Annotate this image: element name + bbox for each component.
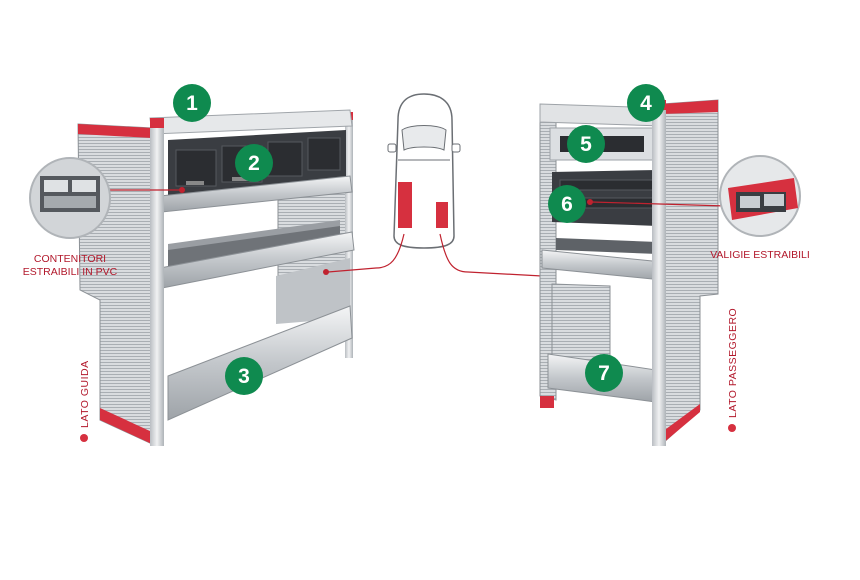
- side-label-passenger: LATO PASSEGGERO: [727, 308, 739, 432]
- badge-7: 7: [585, 354, 623, 392]
- svg-text:5: 5: [580, 133, 592, 156]
- badge-1: 1: [173, 84, 211, 122]
- svg-text:LATO GUIDA: LATO GUIDA: [79, 360, 91, 428]
- callout-label-right: VALIGIE ESTRAIBILI: [710, 249, 810, 261]
- passenger-side-shelf-marker: [436, 202, 448, 228]
- badge-4: 4: [627, 84, 665, 122]
- left-shelving-unit: [77, 109, 355, 446]
- badge-2: 2: [235, 144, 273, 182]
- pvc-container-detail-photo: [29, 157, 111, 239]
- svg-text:6: 6: [561, 193, 573, 216]
- svg-text:3: 3: [238, 365, 250, 388]
- svg-text:1: 1: [186, 92, 198, 115]
- svg-text:4: 4: [640, 92, 652, 115]
- callout-label-line1: CONTENITORI: [34, 253, 106, 265]
- badge-6: 6: [548, 185, 586, 223]
- svg-text:2: 2: [248, 152, 260, 175]
- side-label-driver: LATO GUIDA: [79, 360, 91, 442]
- driver-side-shelf-marker: [398, 182, 412, 228]
- svg-text:7: 7: [598, 362, 610, 385]
- case-detail-photo: [719, 155, 801, 237]
- badge-5: 5: [567, 125, 605, 163]
- right-shelving-unit: [539, 99, 719, 446]
- car-diagram: [387, 93, 461, 249]
- badge-3: 3: [225, 357, 263, 395]
- callout-label-line2: ESTRAIBILI IN PVC: [23, 266, 118, 278]
- svg-text:LATO PASSEGGERO: LATO PASSEGGERO: [727, 308, 739, 418]
